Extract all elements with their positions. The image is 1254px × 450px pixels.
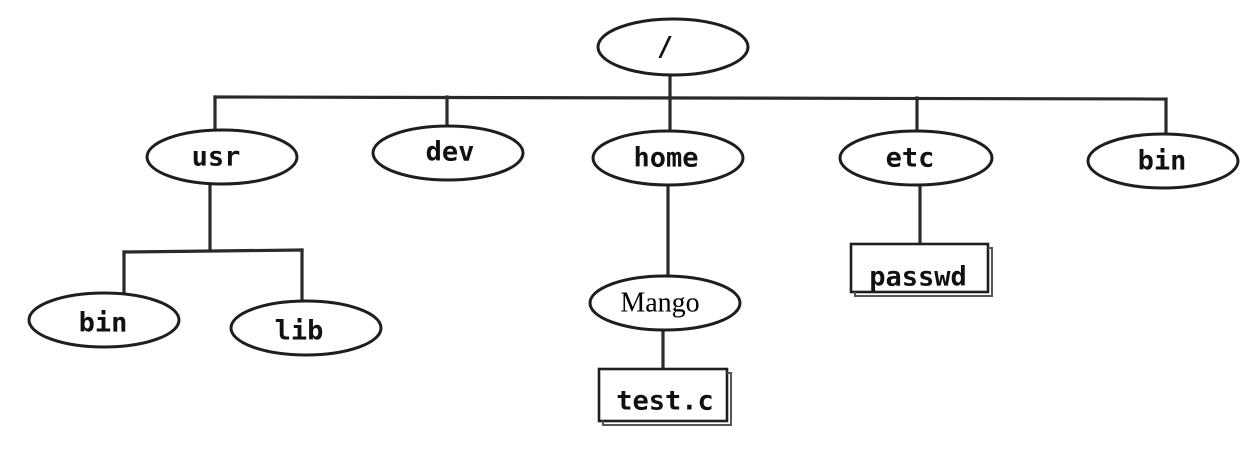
passwd-label: passwd <box>869 262 967 293</box>
node-etc[interactable]: etc <box>838 129 994 187</box>
test-c-label: test.c <box>616 386 714 417</box>
file-passwd[interactable]: passwd <box>849 242 993 297</box>
node-bin[interactable]: bin <box>1086 132 1240 190</box>
file-test-c[interactable]: test.c <box>597 367 732 426</box>
dev-ellipse <box>371 124 525 182</box>
dev-label: dev <box>426 137 475 168</box>
edge-usr-bar <box>122 248 304 254</box>
root-node[interactable]: / <box>596 17 750 77</box>
node-usr-bin[interactable]: bin <box>27 291 181 349</box>
bin-label: bin <box>1138 146 1187 177</box>
root-label: / <box>657 32 673 63</box>
usr-bin-label: bin <box>79 308 128 339</box>
node-home[interactable]: home <box>591 129 745 187</box>
home-label: home <box>633 143 698 174</box>
root-ellipse <box>596 17 750 77</box>
mango-label: Mango <box>620 287 699 318</box>
usr-label: usr <box>192 142 241 173</box>
test-c-shadow <box>602 372 732 426</box>
node-usr-lib[interactable]: lib <box>229 299 383 357</box>
mango-ellipse <box>588 274 742 332</box>
passwd-shadow <box>854 247 993 297</box>
passwd-box <box>849 242 990 294</box>
tree-edges <box>122 70 1168 370</box>
usr-bin-ellipse <box>27 291 181 349</box>
edge-level1-bar <box>213 95 1168 101</box>
usr-lib-ellipse <box>229 299 383 357</box>
etc-ellipse <box>838 129 994 187</box>
etc-label: etc <box>886 143 935 174</box>
usr-ellipse <box>145 128 299 186</box>
usr-lib-label: lib <box>275 316 324 347</box>
test-c-box <box>597 367 729 423</box>
bin-ellipse <box>1086 132 1240 190</box>
node-usr[interactable]: usr <box>145 128 299 186</box>
node-mango[interactable]: Mango <box>588 274 742 332</box>
home-ellipse <box>591 129 745 187</box>
node-dev[interactable]: dev <box>371 124 525 182</box>
